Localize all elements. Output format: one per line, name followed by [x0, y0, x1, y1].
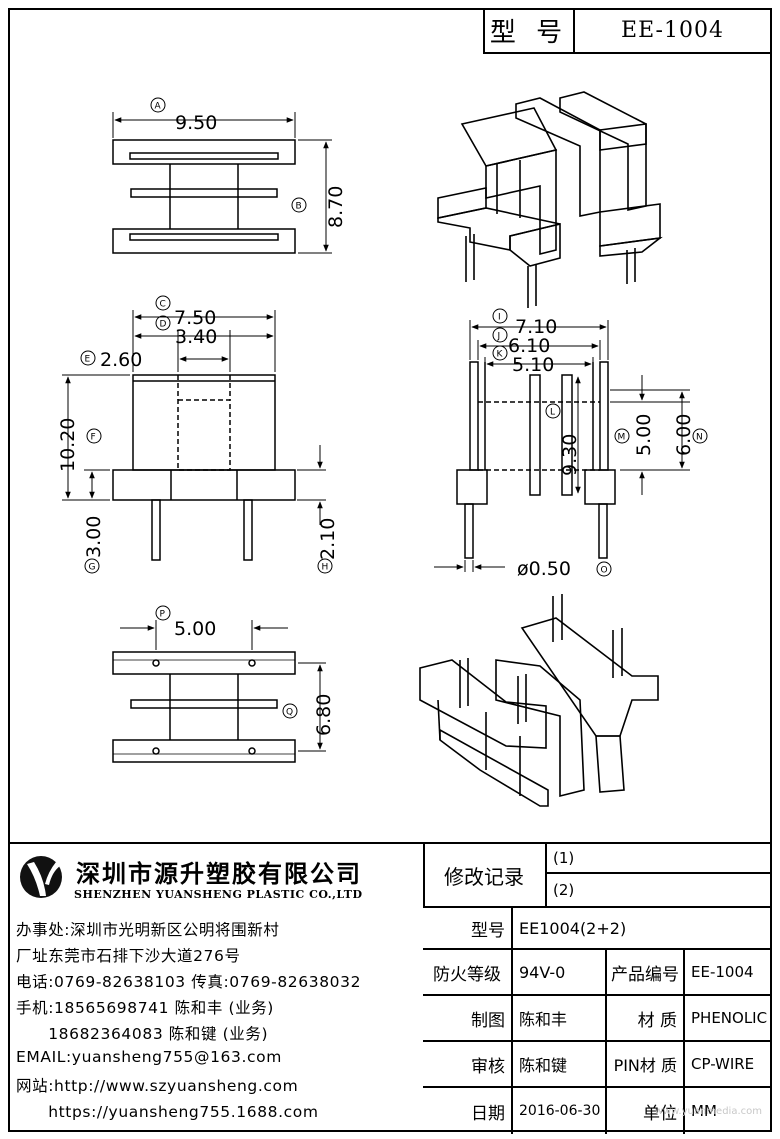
company-name-cn: 深圳市源升塑胶有限公司	[76, 860, 362, 888]
unit-value: MM	[683, 1088, 772, 1134]
dim-B-value: 8.70	[325, 186, 347, 228]
website-1: 网站:http://www.szyuansheng.com	[16, 1077, 299, 1095]
bubble-H: H	[322, 563, 329, 573]
bubble-D: D	[160, 320, 167, 330]
bubble-A: A	[155, 102, 162, 112]
dim-N-value: 6.00	[673, 414, 695, 456]
unit-label: 单位	[605, 1088, 683, 1134]
side-view	[434, 320, 690, 572]
bubble-G: G	[89, 563, 96, 573]
model-header-value: EE-1004	[621, 17, 724, 43]
bubble-E: E	[85, 355, 91, 365]
bubble-B: B	[296, 202, 302, 212]
front-view	[62, 310, 326, 561]
dim-A-value: 9.50	[175, 112, 217, 134]
bubble-O: O	[601, 566, 608, 576]
bubble-N: N	[696, 433, 703, 443]
bottom-view	[112, 620, 326, 763]
top-view	[112, 112, 332, 254]
dim-G-value: 3.00	[83, 516, 105, 558]
mobile-2: 18682364083 陈和键 (业务)	[16, 1025, 269, 1043]
bubble-J: J	[497, 332, 501, 342]
date-label: 日期	[471, 1103, 505, 1124]
material-label: 材 质	[605, 996, 683, 1042]
bubble-K: K	[497, 350, 504, 360]
title-block: 深圳市源升塑胶有限公司 SHENZHEN YUANSHENG PLASTIC C…	[8, 842, 772, 1134]
product-no-label: 产品编号	[605, 950, 683, 996]
revision-label: 修改记录	[423, 844, 545, 908]
date-value: 2016-06-30	[511, 1088, 605, 1134]
dim-F-value: 10.20	[57, 418, 79, 472]
office-address: 办事处:深圳市光明新区公明将围新村	[16, 921, 280, 939]
pin-material-value: CP-WIRE	[683, 1042, 772, 1088]
dim-M-value: 5.00	[633, 414, 655, 456]
dim-O-value: ø0.50	[517, 558, 571, 580]
watermark: www.yuanmedia.com	[654, 1106, 762, 1117]
model-header-label: 型 号	[485, 8, 575, 52]
title-grid: 修改记录 (1) (2) 型号 EE1004(2+2) 防火等级 94V-0 产…	[423, 844, 772, 1134]
bubble-L: L	[550, 408, 555, 418]
dim-C-value: 7.50	[174, 307, 216, 329]
dim-D-value: 3.40	[175, 326, 217, 348]
factory-address: 厂址东莞市石排下沙大道276号	[16, 947, 241, 965]
revision-2: (2)	[545, 874, 772, 908]
mobile-1: 手机:18565698741 陈和丰 (业务)	[16, 999, 274, 1017]
product-no-value: EE-1004	[683, 950, 772, 996]
company-logo-icon	[20, 856, 62, 898]
model-label: 型号	[423, 908, 511, 950]
dim-K-value: 5.10	[512, 354, 554, 376]
drawn-by-value: 陈和丰	[511, 996, 605, 1042]
fire-rating-label: 防火等级	[423, 950, 511, 996]
dim-P-value: 5.00	[174, 618, 216, 640]
isometric-view-top	[437, 91, 663, 308]
isometric-view-bottom	[419, 594, 659, 807]
phone-fax: 电话:0769-82638103 传真:0769-82638032	[16, 973, 362, 991]
dim-Q-value: 6.80	[313, 694, 335, 736]
dim-I-value: 7.10	[515, 316, 557, 338]
drawn-by-label: 制图	[423, 996, 511, 1042]
revision-1: (1)	[545, 844, 772, 874]
dim-J-value: 6.10	[508, 335, 550, 357]
bubble-C: C	[160, 300, 166, 310]
website-2: https://yuansheng755.1688.com	[16, 1103, 319, 1121]
drawing-frame	[8, 8, 772, 1132]
dim-E-value: 2.60	[100, 349, 142, 371]
pin-material-label: PIN材 质	[605, 1042, 683, 1088]
dim-L-value: 9.30	[559, 434, 581, 476]
material-value: PHENOLIC	[683, 996, 772, 1042]
checked-by-label: 审核	[423, 1042, 511, 1088]
model-header: 型 号 EE-1004	[483, 8, 772, 54]
bubble-I: I	[498, 313, 501, 323]
bubble-F: F	[91, 433, 96, 443]
fire-rating-value: 94V-0	[511, 950, 605, 996]
dim-H-value: 2.10	[317, 518, 339, 560]
model-value: EE1004(2+2)	[511, 908, 772, 950]
bubble-Q: Q	[286, 708, 293, 718]
bubble-M: M	[618, 433, 626, 443]
technical-drawing: 9.50 8.70 7.50 3.40 2.60 10.20 3.00 2.10…	[57, 91, 708, 807]
company-header: 深圳市源升塑胶有限公司 SHENZHEN YUANSHENG PLASTIC C…	[8, 844, 425, 908]
checked-by-value: 陈和键	[511, 1042, 605, 1088]
bubble-P: P	[160, 610, 166, 620]
email: EMAIL:yuansheng755@163.com	[16, 1048, 282, 1066]
company-name-en: SHENZHEN YUANSHENG PLASTIC CO.,LTD	[74, 888, 363, 901]
